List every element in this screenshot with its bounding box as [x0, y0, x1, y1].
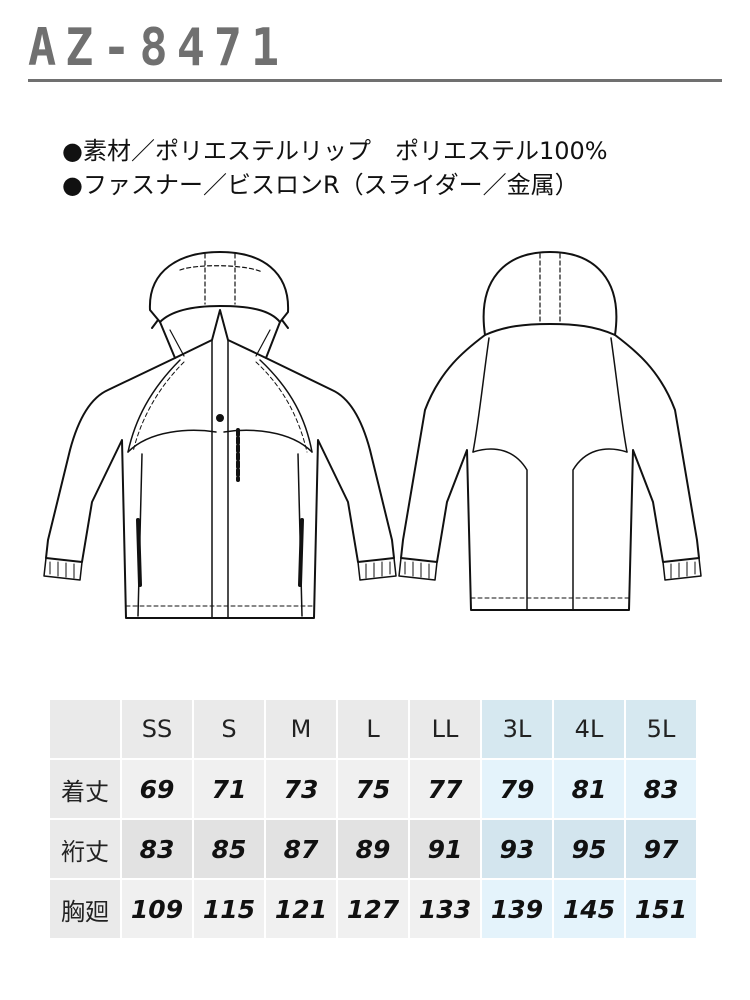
- table-cell: 115: [194, 880, 264, 938]
- table-cell: 79: [482, 760, 552, 818]
- table-cell: 133: [410, 880, 480, 938]
- table-cell: 85: [194, 820, 264, 878]
- row-label-sleeve: 裄丈: [50, 820, 120, 878]
- table-cell: 145: [554, 880, 624, 938]
- table-cell: 139: [482, 880, 552, 938]
- table-cell: 77: [410, 760, 480, 818]
- size-table: SS S M L LL 3L 4L 5L 着丈 69 71 73 75 77 7…: [48, 698, 698, 940]
- size-col-s: S: [194, 700, 264, 758]
- title-divider: [28, 79, 722, 82]
- row-label-chest: 胸廻: [50, 880, 120, 938]
- table-row: 胸廻 109 115 121 127 133 139 145 151: [50, 880, 696, 938]
- table-cell: 69: [122, 760, 192, 818]
- size-col-m: M: [266, 700, 336, 758]
- table-cell: 89: [338, 820, 408, 878]
- table-cell: 71: [194, 760, 264, 818]
- jacket-illustrations: [43, 251, 702, 619]
- table-corner: [50, 700, 120, 758]
- size-col-4l: 4L: [554, 700, 624, 758]
- spec-zipper: ●ファスナー／ビスロンR（スライダー／金属）: [62, 171, 579, 199]
- table-row: 着丈 69 71 73 75 77 79 81 83: [50, 760, 696, 818]
- table-cell: 95: [554, 820, 624, 878]
- table-row: 裄丈 83 85 87 89 91 93 95 97: [50, 820, 696, 878]
- size-col-l: L: [338, 700, 408, 758]
- table-cell: 151: [626, 880, 696, 938]
- jacket-front-drawing: [43, 251, 397, 619]
- table-cell: 73: [266, 760, 336, 818]
- model-title: AZ-8471: [28, 18, 289, 78]
- table-cell: 93: [482, 820, 552, 878]
- table-cell: 83: [626, 760, 696, 818]
- row-label-length: 着丈: [50, 760, 120, 818]
- table-cell: 83: [122, 820, 192, 878]
- table-cell: 81: [554, 760, 624, 818]
- table-cell: 75: [338, 760, 408, 818]
- table-cell: 109: [122, 880, 192, 938]
- size-col-5l: 5L: [626, 700, 696, 758]
- table-cell: 121: [266, 880, 336, 938]
- jacket-back-drawing: [398, 251, 702, 611]
- size-col-ll: LL: [410, 700, 480, 758]
- table-cell: 97: [626, 820, 696, 878]
- table-cell: 91: [410, 820, 480, 878]
- spec-list: ●素材／ポリエステルリップ ポリエステル100% ●ファスナー／ビスロンR（スラ…: [62, 134, 608, 202]
- table-cell: 87: [266, 820, 336, 878]
- spec-material: ●素材／ポリエステルリップ ポリエステル100%: [62, 137, 608, 165]
- size-col-ss: SS: [122, 700, 192, 758]
- size-col-3l: 3L: [482, 700, 552, 758]
- table-cell: 127: [338, 880, 408, 938]
- size-header-row: SS S M L LL 3L 4L 5L: [50, 700, 696, 758]
